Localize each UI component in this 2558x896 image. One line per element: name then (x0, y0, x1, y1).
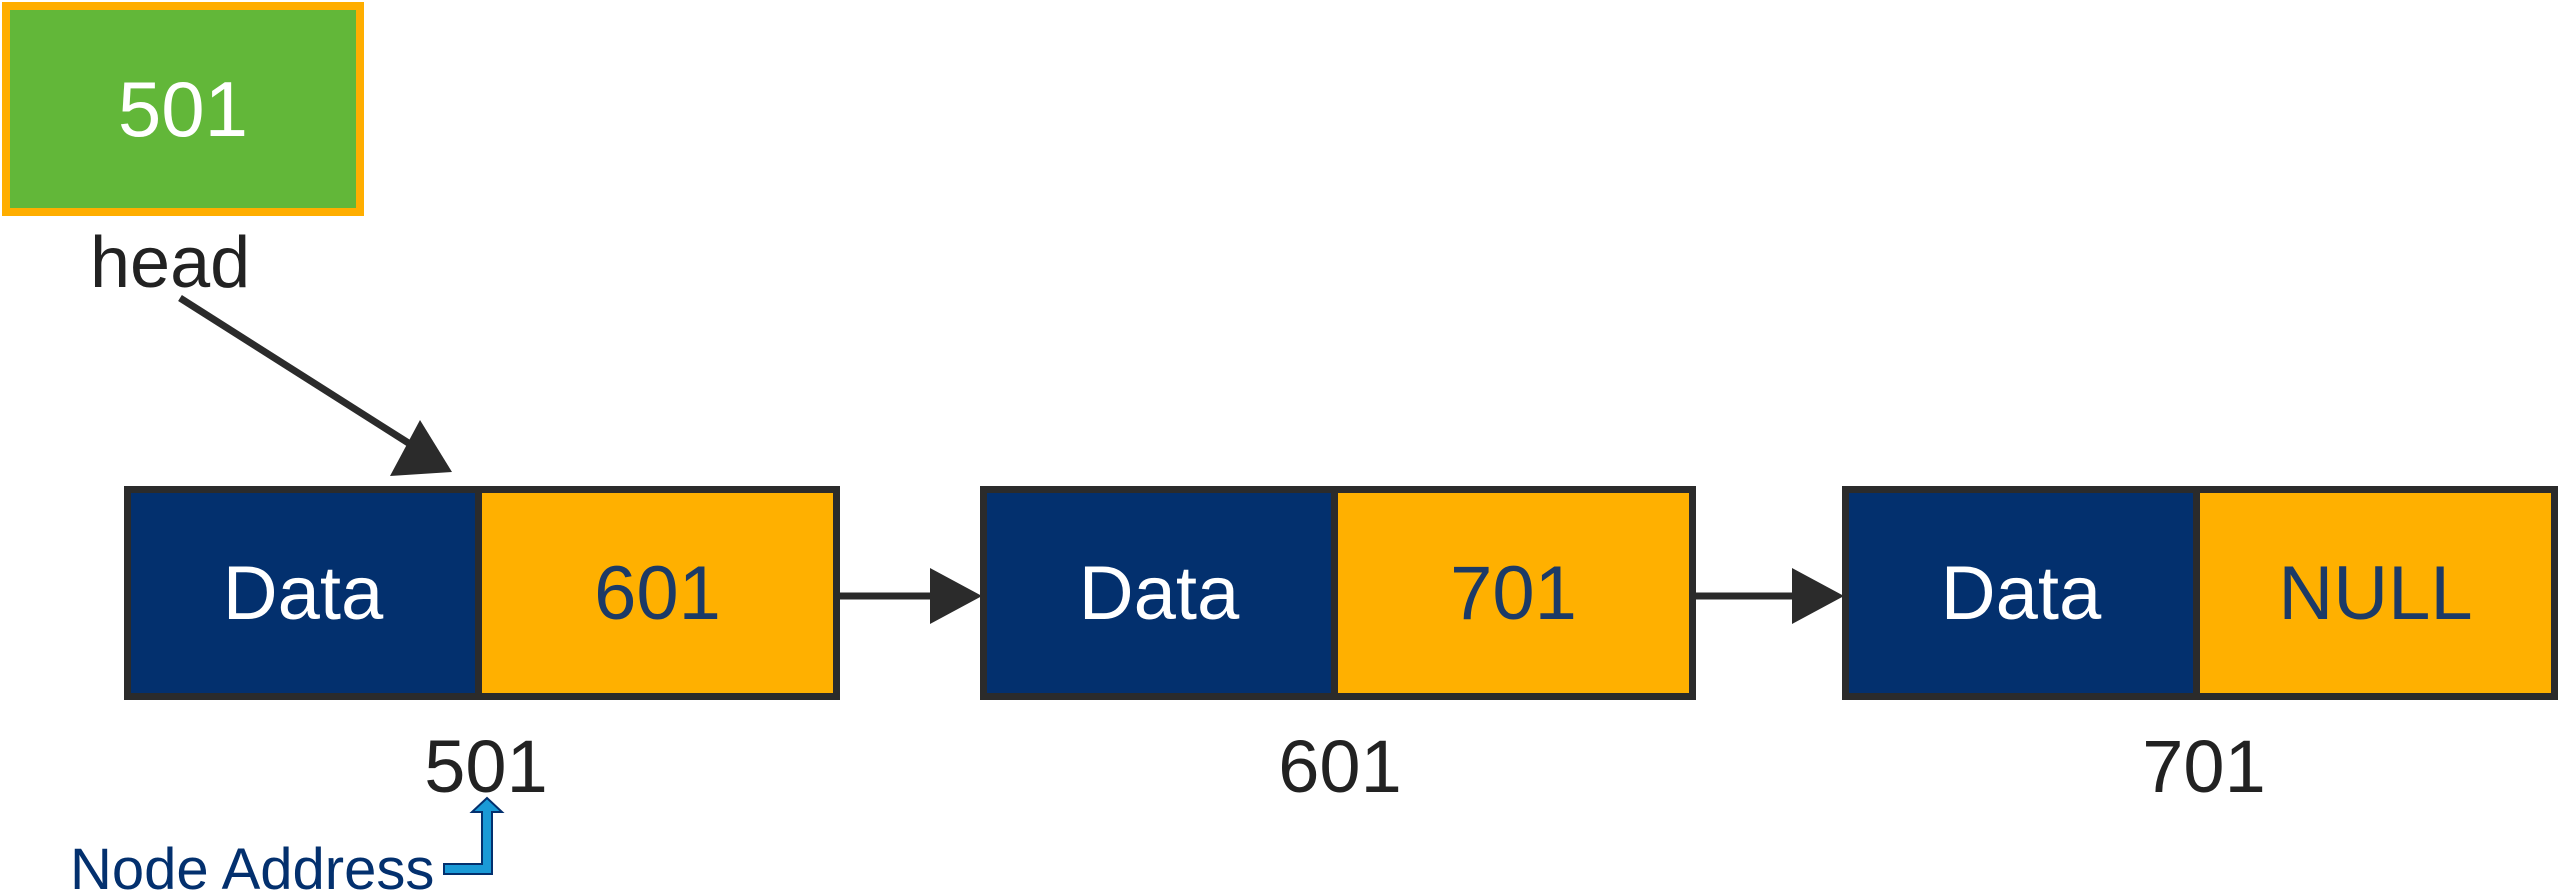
node-1-next-value: 601 (594, 550, 721, 636)
head-to-node1-arrow-line (178, 295, 412, 447)
node-3-data-cell: Data (1849, 493, 2200, 693)
node-2-address: 601 (1278, 725, 1402, 808)
node-address-annotation: Node Address (70, 837, 435, 896)
node-2-data-label: Data (1078, 550, 1240, 636)
node-2-data-cell: Data (987, 493, 1338, 693)
node-2-next-value: 701 (1450, 550, 1577, 636)
node-1-next-cell: 601 (482, 493, 833, 693)
linked-list-node-2: Data 701 (980, 486, 1696, 700)
node-1-data-label: Data (222, 550, 384, 636)
node-3-address: 701 (2142, 725, 2266, 808)
head-label: head (90, 223, 251, 303)
node2-to-node3-arrowhead (1792, 568, 1844, 624)
head-to-node1-arrowhead (390, 420, 452, 476)
linked-list-node-3: Data NULL (1842, 486, 2558, 700)
head-pointer-box: 501 (2, 2, 364, 216)
head-value: 501 (117, 64, 249, 153)
node-address-arrow (443, 796, 505, 875)
node1-to-node2-arrowhead (930, 568, 982, 624)
node-2-next-cell: 701 (1338, 493, 1689, 693)
node-3-data-label: Data (1940, 550, 2102, 636)
node-1-data-cell: Data (131, 493, 482, 693)
node-3-next-value: NULL (2278, 550, 2473, 636)
node-1-address: 501 (424, 725, 548, 808)
node-3-next-cell: NULL (2200, 493, 2551, 693)
linked-list-node-1: Data 601 (124, 486, 840, 700)
